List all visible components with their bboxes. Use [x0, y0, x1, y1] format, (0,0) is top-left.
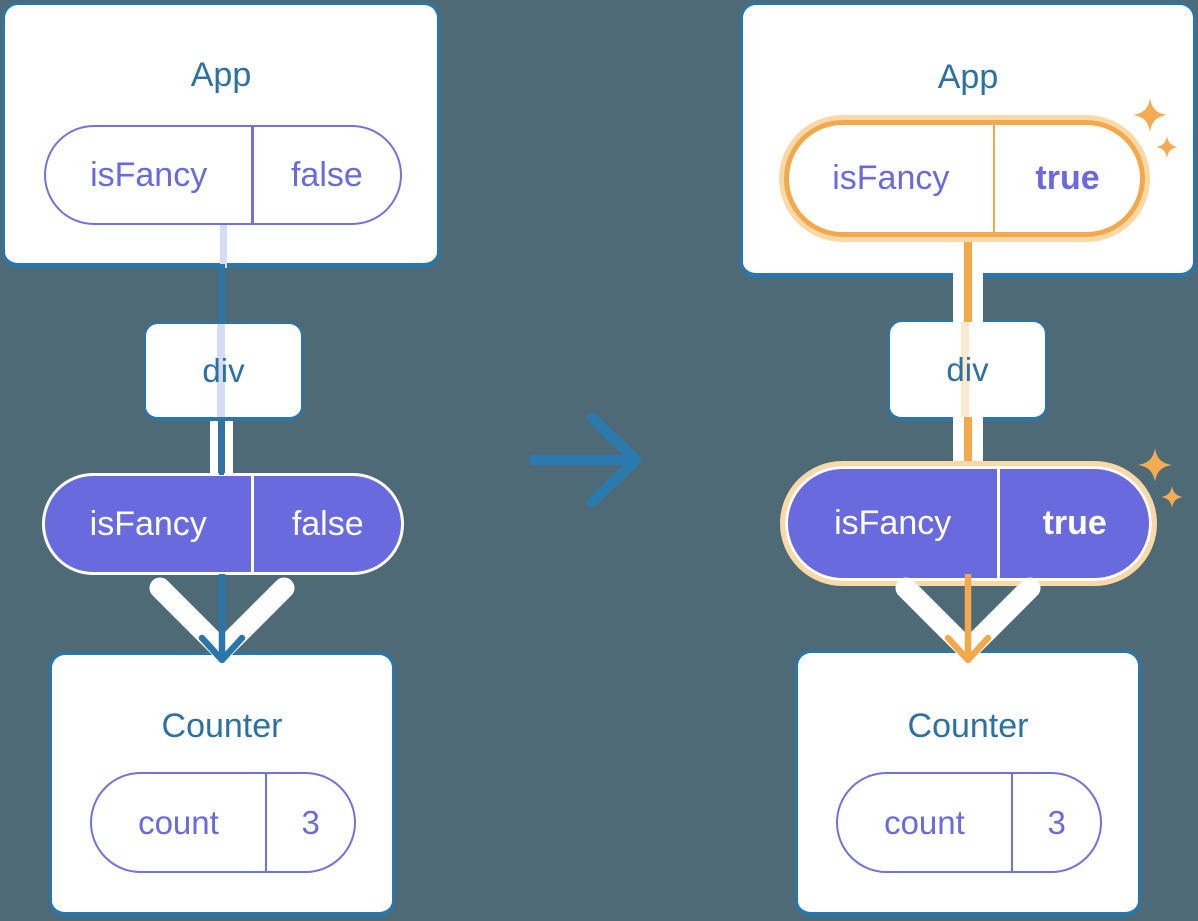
div-node: div	[144, 322, 303, 421]
tree-edge-div-prop	[219, 421, 224, 475]
passed-prop-name: isFancy	[89, 504, 207, 543]
prop-line-faint	[217, 324, 225, 417]
passed-prop-pill: isFancy true	[785, 466, 1152, 581]
prop-pill: isFancy true	[784, 120, 1145, 237]
prop-line-faint	[961, 322, 969, 417]
passed-prop-pill: isFancy false	[42, 473, 404, 575]
state-name: count	[884, 803, 965, 841]
sparkles-icon	[1133, 98, 1178, 158]
pill-divider	[264, 774, 268, 871]
div-node: div	[888, 320, 1047, 421]
prop-flow-line-right	[225, 421, 233, 475]
div-label: div	[946, 350, 989, 388]
prop-flow-arrow-icon	[149, 574, 295, 664]
prop-value: false	[290, 155, 363, 194]
prop-line-highlight	[964, 237, 972, 278]
prop-flow-line-right	[972, 270, 983, 322]
sparkles-icon	[1138, 448, 1183, 508]
prop-flow-line-left	[953, 270, 964, 322]
div-label: div	[202, 351, 245, 389]
prop-flow-line-left	[953, 417, 964, 465]
state-value: 3	[1047, 803, 1066, 841]
pill-divider	[251, 127, 254, 223]
state-name: count	[138, 803, 219, 841]
pill-divider	[992, 125, 996, 232]
state-pill: count 3	[90, 772, 356, 873]
passed-prop-value: true	[1042, 504, 1107, 542]
tree-edge-div-prop-highlight	[964, 417, 972, 465]
tree-edge-app-div-highlight	[964, 270, 972, 322]
state-pill: count 3	[836, 772, 1102, 873]
tree-edge-app-div	[219, 264, 225, 323]
pill-divider	[251, 476, 255, 572]
counter-title: Counter	[161, 707, 283, 745]
pill-divider	[1010, 774, 1014, 871]
prop-flow-line-right	[972, 417, 983, 465]
prop-pill: isFancy false	[44, 125, 402, 225]
transition-arrow-icon	[528, 412, 642, 508]
prop-name: isFancy	[832, 159, 950, 197]
pill-divider	[997, 469, 1001, 578]
counter-card: Counter count 3	[795, 650, 1141, 917]
prop-value: true	[1035, 159, 1100, 197]
passed-prop-pill-highlighted: isFancy true	[780, 461, 1157, 586]
prop-flow-arrow-icon	[895, 574, 1041, 664]
counter-title: Counter	[907, 707, 1029, 745]
prop-flow-line-left	[210, 421, 218, 475]
app-title: App	[190, 56, 252, 94]
app-card: App isFancy false	[2, 2, 440, 268]
prop-pill-highlighted: isFancy true	[779, 115, 1150, 242]
state-value: 3	[301, 803, 320, 841]
passed-prop-name: isFancy	[834, 504, 952, 542]
passed-prop-value: false	[291, 504, 364, 543]
prop-name: isFancy	[90, 155, 208, 194]
app-title: App	[937, 58, 999, 96]
counter-card: Counter count 3	[49, 652, 395, 917]
app-card: App isFancy true	[740, 2, 1196, 278]
prop-line-faint	[220, 223, 227, 268]
